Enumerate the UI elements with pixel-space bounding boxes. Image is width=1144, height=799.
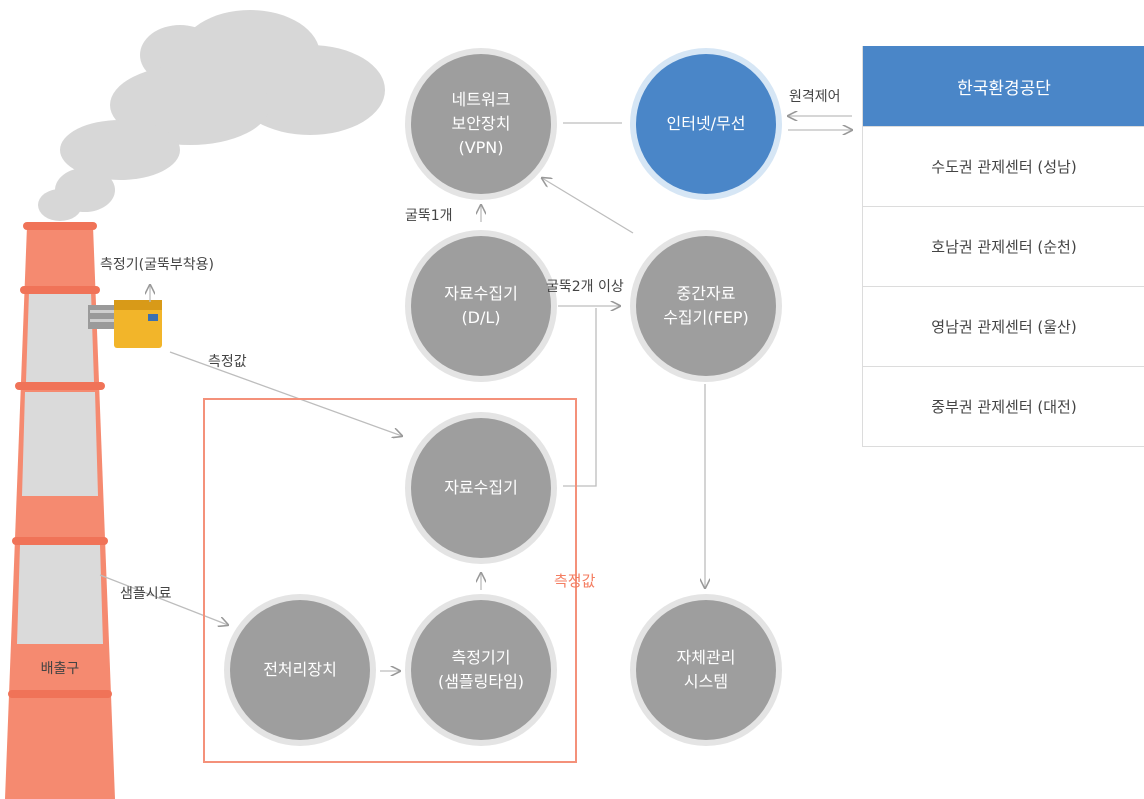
sample-label: 샘플시료 (120, 586, 172, 602)
chimney (5, 222, 115, 799)
collector-node: 자료수집기 (411, 418, 551, 558)
internet-wireless-node: 인터넷/무선 (636, 54, 776, 194)
sampling-meter-node: 측정기기 (샘플링타임) (411, 600, 551, 740)
panel-row: 중부권 관제센터 (대전) (863, 366, 1144, 446)
measurement-group-box (203, 398, 577, 763)
one-stack-label: 굴뚝1개 (405, 208, 453, 224)
outlet-label: 배출구 (40, 661, 80, 677)
data-logger-node: 자료수집기 (D/L) (411, 236, 551, 376)
fep-node: 중간자료 수집기(FEP) (636, 236, 776, 376)
self-management-node: 자체관리 시스템 (636, 600, 776, 740)
stack-meter-label: 측정기(굴뚝부착용) (100, 257, 214, 273)
two-stacks-label: 굴뚝2개 이상 (546, 279, 624, 295)
panel-header: 한국환경공단 (863, 46, 1144, 126)
panel-row: 영남권 관제센터 (울산) (863, 286, 1144, 366)
control-center-panel: 한국환경공단 수도권 관제센터 (성남) 호남권 관제센터 (순천) 영남권 관… (862, 46, 1144, 447)
flow-lines (99, 116, 852, 671)
smoke-cloud (38, 10, 385, 221)
panel-row: 호남권 관제센터 (순천) (863, 206, 1144, 286)
box-measured-value-label: 측정값 (554, 572, 596, 590)
pretreatment-node: 전처리장치 (230, 600, 370, 740)
stack-meter-icon (88, 300, 162, 348)
remote-control-label: 원격제어 (789, 89, 841, 105)
vpn-node: 네트워크 보안장치 (VPN) (411, 54, 551, 194)
measured-value-label: 측정값 (208, 354, 247, 370)
panel-row: 수도권 관제센터 (성남) (863, 126, 1144, 206)
